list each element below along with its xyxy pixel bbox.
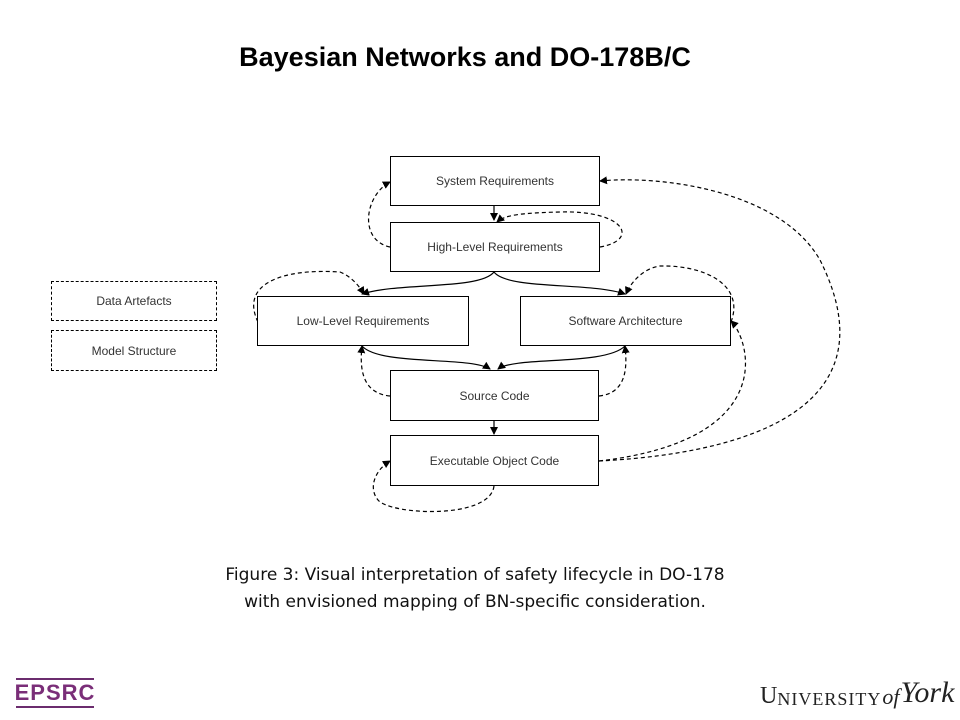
dashed-arch-to-hlr bbox=[625, 265, 735, 323]
node-high-level-requirements: High-Level Requirements bbox=[390, 222, 600, 272]
figure-caption-line-1: Figure 3: Visual interpretation of safet… bbox=[225, 565, 725, 585]
figure-caption-line-2: with envisioned mapping of BN-specific c… bbox=[244, 592, 706, 612]
dashed-source-to-arch bbox=[598, 345, 630, 397]
legend-data-artefacts: Data Artefacts bbox=[51, 281, 217, 321]
node-executable-object-code: Executable Object Code bbox=[390, 435, 599, 486]
dashed-hlr-self-loop bbox=[496, 211, 623, 248]
dashed-exec-self-loop bbox=[372, 460, 495, 513]
arrow-llr-to-source bbox=[361, 345, 491, 370]
dashed-hlr-to-sysreq bbox=[367, 181, 391, 248]
dashed-source-to-llr bbox=[357, 345, 391, 397]
node-software-architecture: Software Architecture bbox=[520, 296, 731, 346]
arrow-hlr-to-arch bbox=[493, 271, 626, 296]
arrow-hlr-to-llr bbox=[361, 271, 495, 296]
node-source-code: Source Code bbox=[390, 370, 599, 421]
dashed-exec-to-arch bbox=[598, 320, 747, 462]
node-low-level-requirements: Low-Level Requirements bbox=[257, 296, 469, 346]
legend-model-structure: Model Structure bbox=[51, 330, 217, 371]
dashed-llr-to-hlr bbox=[253, 270, 365, 323]
epsrc-logo: EPSRC bbox=[15, 678, 94, 708]
node-system-requirements: System Requirements bbox=[390, 156, 600, 206]
arrow-arch-to-source bbox=[497, 345, 626, 370]
slide-title: Bayesian Networks and DO-178B/C bbox=[239, 42, 691, 72]
